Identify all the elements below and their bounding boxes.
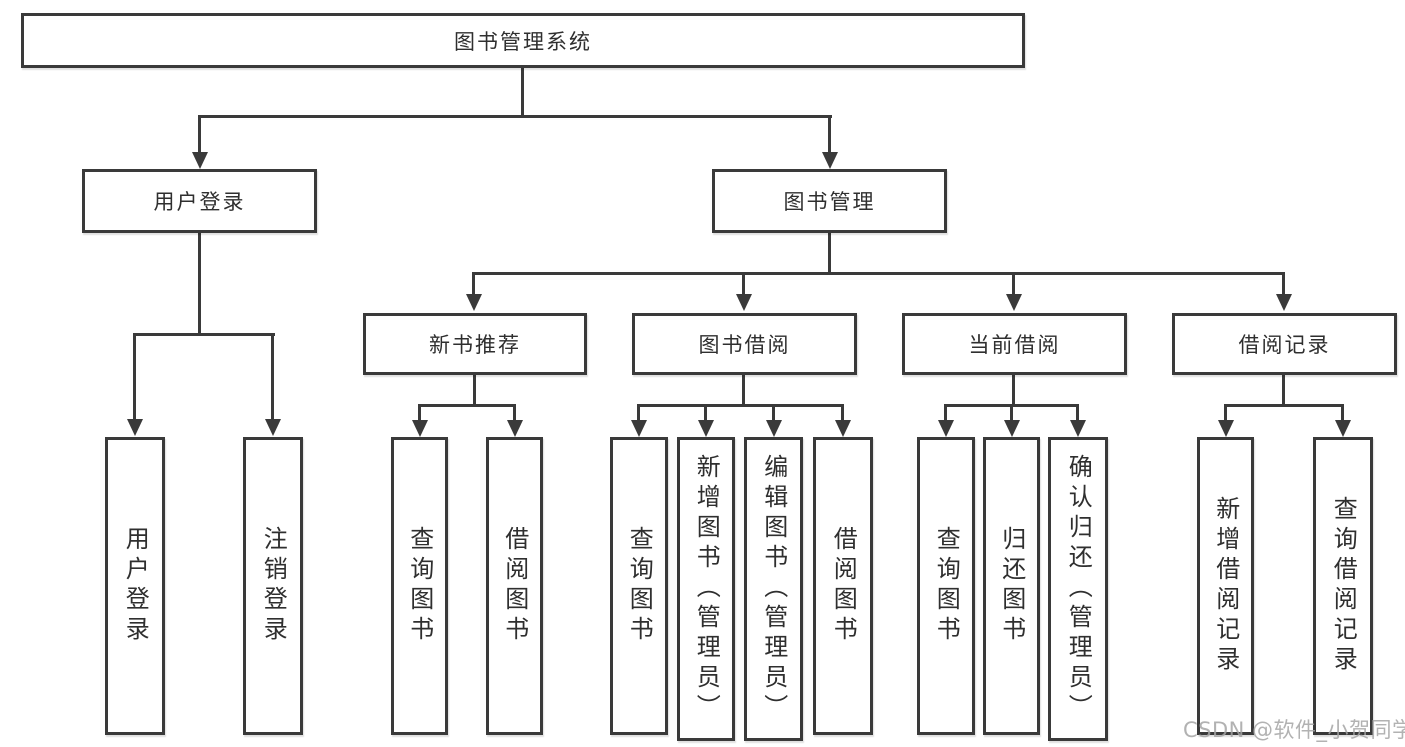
arrow-to-leaf-search-books-3 — [944, 404, 947, 420]
connector-book-borrowing-stem — [742, 375, 745, 406]
leaf-user-login-label: 用户登录 — [121, 526, 150, 646]
connector-book-borrowing-rail — [638, 404, 844, 407]
arrow-to-leaf-borrow-books-1 — [513, 404, 516, 420]
arrow-to-leaf-search-borrow-record — [1341, 404, 1344, 420]
leaf-search-books-recommend: 查询图书 — [391, 437, 448, 735]
arrow-to-leaf-search-books-2 — [637, 404, 640, 420]
node-new-book-recommendation-label: 新书推荐 — [429, 333, 521, 357]
leaf-return-books: 归还图书 — [983, 437, 1040, 735]
connector-new-book-stem — [473, 375, 476, 406]
leaf-borrow-books-recommend-label: 借阅图书 — [500, 526, 529, 646]
arrow-to-new-book-recommendation — [472, 272, 475, 294]
arrow-to-leaf-add-borrow-record — [1224, 404, 1227, 420]
leaf-return-books-label: 归还图书 — [997, 526, 1026, 646]
leaf-user-login: 用户登录 — [105, 437, 165, 735]
leaf-add-book-admin-label: 新增图书（管理员） — [692, 454, 721, 724]
node-new-book-recommendation: 新书推荐 — [363, 313, 587, 375]
leaf-add-book-admin: 新增图书（管理员） — [677, 437, 735, 741]
arrow-to-book-borrowing — [742, 272, 745, 294]
leaf-search-borrow-record: 查询借阅记录 — [1313, 437, 1373, 735]
leaf-search-books-current: 查询图书 — [917, 437, 975, 735]
connector-root-stem — [521, 68, 524, 117]
connector-user-login-stem — [198, 233, 201, 335]
node-book-management-label: 图书管理 — [783, 190, 876, 214]
leaf-confirm-return-admin-label: 确认归还（管理员） — [1064, 454, 1093, 724]
arrow-to-leaf-return-books — [1010, 404, 1013, 420]
leaf-add-borrow-record-label: 新增借阅记录 — [1211, 496, 1240, 676]
arrow-to-leaf-logout — [271, 333, 274, 419]
connector-user-login-rail — [133, 333, 275, 336]
node-borrowing-records-label: 借阅记录 — [1238, 333, 1331, 357]
node-book-borrowing: 图书借阅 — [632, 313, 857, 375]
node-user-login-label: 用户登录 — [153, 190, 246, 214]
node-root: 图书管理系统 — [21, 13, 1025, 68]
arrow-to-leaf-search-books-1 — [418, 404, 421, 420]
connector-borrowing-records-stem — [1282, 375, 1285, 406]
connector-current-borrowing-stem — [1012, 375, 1015, 406]
connector-new-book-rail — [418, 404, 516, 407]
arrow-to-leaf-edit-book — [772, 404, 775, 420]
leaf-borrow-books-label: 借阅图书 — [829, 526, 858, 646]
arrow-to-book-management — [828, 115, 831, 152]
node-user-login: 用户登录 — [82, 169, 317, 233]
leaf-borrow-books: 借阅图书 — [813, 437, 873, 735]
watermark-text: CSDN @软件_小贺同学 — [1183, 718, 1405, 742]
arrow-to-leaf-add-book — [704, 404, 707, 420]
node-book-management: 图书管理 — [712, 169, 947, 233]
arrow-to-user-login — [198, 115, 201, 152]
node-book-borrowing-label: 图书借阅 — [698, 333, 791, 357]
leaf-edit-book-admin: 编辑图书（管理员） — [744, 437, 803, 741]
arrow-to-current-borrowing — [1012, 272, 1015, 294]
leaf-search-books-borrow-label: 查询图书 — [625, 526, 654, 646]
node-current-borrowing: 当前借阅 — [902, 313, 1127, 375]
leaf-search-books-borrow: 查询图书 — [610, 437, 668, 735]
leaf-search-books-current-label: 查询图书 — [932, 526, 961, 646]
arrow-to-leaf-confirm-return — [1076, 404, 1079, 420]
leaf-search-borrow-record-label: 查询借阅记录 — [1329, 496, 1358, 676]
node-root-label: 图书管理系统 — [454, 29, 592, 54]
arrow-to-leaf-borrow-books-2 — [841, 404, 844, 420]
node-borrowing-records: 借阅记录 — [1172, 313, 1397, 375]
connector-book-management-rail — [472, 272, 1285, 275]
arrow-to-borrowing-records — [1282, 272, 1285, 294]
leaf-logout: 注销登录 — [243, 437, 303, 735]
arrow-to-leaf-user-login — [133, 333, 136, 419]
connector-book-management-stem — [828, 233, 831, 274]
leaf-borrow-books-recommend: 借阅图书 — [486, 437, 543, 735]
leaf-logout-label: 注销登录 — [259, 526, 288, 646]
node-current-borrowing-label: 当前借阅 — [968, 333, 1061, 357]
leaf-add-borrow-record: 新增借阅记录 — [1197, 437, 1254, 735]
leaf-confirm-return-admin: 确认归还（管理员） — [1048, 437, 1108, 741]
connector-root-rail — [198, 115, 832, 118]
leaf-edit-book-admin-label: 编辑图书（管理员） — [759, 454, 788, 724]
leaf-search-books-recommend-label: 查询图书 — [405, 526, 434, 646]
connector-borrowing-records-rail — [1224, 404, 1343, 407]
